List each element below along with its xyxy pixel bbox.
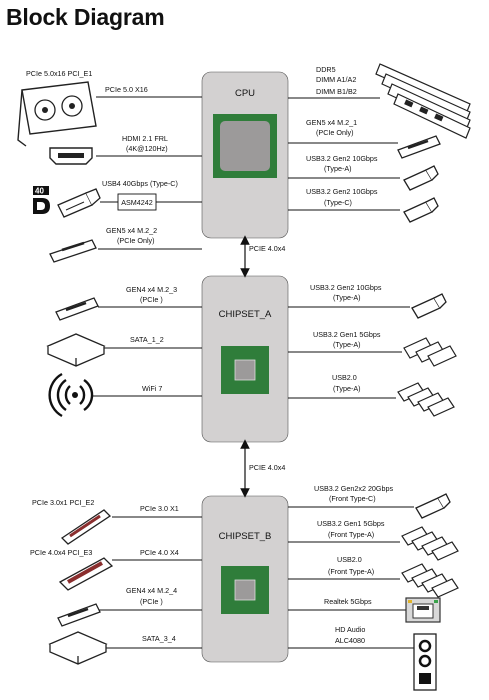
a-usb1-label-1: USB3.2 Gen2 10Gbps [310, 283, 382, 292]
b-sata-label: SATA_3_4 [142, 634, 176, 643]
a-usb2-label-1: USB3.2 Gen1 5Gbps [313, 330, 381, 339]
chipset-a-chipset-b-link-label: PCIE 4.0x4 [249, 463, 285, 472]
a-usb3-label-1: USB2.0 [332, 373, 357, 382]
chipset-a-label: CHIPSET_A [219, 309, 272, 320]
cpu-usb-c-label-1: USB3.2 Gen2 10Gbps [306, 187, 378, 196]
hdmi-label-2: (4K@120Hz) [126, 144, 168, 153]
b-usb2-label-2: (Front Type-A) [328, 530, 374, 539]
b-slot1-label: PCIe 3.0x1 PCI_E2 [32, 498, 94, 507]
cpu-label: CPU [235, 88, 255, 99]
audio-jack-icon [413, 633, 437, 691]
cpu-m2-1-label-1: GEN5 x4 M.2_1 [306, 118, 357, 127]
a-m2-label-1: GEN4 x4 M.2_3 [126, 285, 177, 294]
b-audio-label-2: ALC4080 [335, 636, 365, 645]
b-sata-drive-icon [48, 631, 108, 665]
wifi-icon [48, 372, 94, 418]
b-usb-a-quad-icon [401, 526, 459, 561]
a-wifi-label: WiFi 7 [142, 384, 162, 393]
b-usb2-quad-icon [401, 563, 459, 598]
b-usb2-label-1: USB3.2 Gen1 5Gbps [317, 519, 385, 528]
b-slot2-link-label: PCIe 4.0 X4 [140, 548, 179, 557]
a-usb2-label-2: (Type-A) [333, 340, 361, 349]
a-usb-a-icon [411, 293, 447, 319]
m2-ssd-icon [49, 239, 97, 263]
cpu-m2-1-label-2: (PCIe Only) [316, 128, 354, 137]
dimm-icon [375, 63, 471, 139]
ddr5-label-3: DIMM B1/B2 [316, 87, 357, 96]
hdmi-icon [49, 147, 93, 165]
a-usb3-label-2: (Type-A) [333, 384, 361, 393]
cpu-chipset-a-link-label: PCIE 4.0x4 [249, 244, 285, 253]
gpu-card-icon: PCIe 5.0x16 PCI_E1 [17, 69, 97, 147]
a-sata-drive-icon [46, 333, 106, 367]
b-m2-ssd-icon [57, 603, 101, 627]
pcie-x16-label: PCIe 5.0 X16 [105, 85, 148, 94]
b-usb1-label-2: (Front Type-C) [329, 494, 376, 503]
page-title: Block Diagram [6, 4, 165, 30]
cpu-m2-ssd-icon [397, 135, 441, 159]
cpu-usb-c-icon [403, 197, 439, 223]
b-usb3-label-1: USB2.0 [337, 555, 362, 564]
hdmi-label-1: HDMI 2.1 FRL [122, 134, 168, 143]
a-m2-label-2: (PCIe ) [140, 295, 163, 304]
cpu-usb-a-label-2: (Type-A) [324, 164, 352, 173]
usb4-label: USB4 40Gbps (Type-C) [102, 179, 178, 188]
asm4242-label: ASM4242 [121, 198, 153, 207]
ddr5-label-2: DIMM A1/A2 [316, 75, 356, 84]
b-audio-label-1: HD Audio [335, 625, 365, 634]
pcie-x4-slot-icon [58, 557, 114, 591]
b-slot1-link-label: PCIe 3.0 X1 [140, 504, 179, 513]
a-usb2-quad-icon [397, 382, 455, 417]
b-usb3-label-2: (Front Type-A) [328, 567, 374, 576]
cpu-usb-a-label-1: USB3.2 Gen2 10Gbps [306, 154, 378, 163]
ddr5-label-1: DDR5 [316, 65, 336, 74]
chipset-b-label: CHIPSET_B [219, 531, 272, 542]
chipset-b-block: CHIPSET_B [201, 495, 289, 663]
cpu-usb-a-icon [403, 165, 439, 191]
b-m2-label-2: (PCIe ) [140, 597, 163, 606]
a-usb-a-triple-icon [403, 337, 457, 367]
b-usb-c-icon [415, 493, 451, 519]
usb4-logo-text: 40 [35, 187, 44, 196]
cpu-m2-2-label-1: GEN5 x4 M.2_2 [106, 226, 157, 235]
usb4-logo-icon: 40 [33, 186, 50, 214]
b-m2-label-1: GEN4 x4 M.2_4 [126, 586, 177, 595]
chipset-a-block: CHIPSET_A [201, 275, 289, 443]
b-slot2-label: PCIe 4.0x4 PCI_E3 [30, 548, 92, 557]
cpu-usb-c-label-2: (Type-C) [324, 198, 352, 207]
cpu-m2-2-label-2: (PCIe Only) [117, 236, 155, 245]
a-m2-ssd-icon [55, 297, 99, 321]
a-sata-label: SATA_1_2 [130, 335, 164, 344]
a-usb1-label-2: (Type-A) [333, 293, 361, 302]
gpu-slot-label: PCIe 5.0x16 PCI_E1 [26, 69, 92, 78]
usb-c-plug-icon [57, 188, 101, 218]
b-lan-label: Realtek 5Gbps [324, 597, 372, 606]
b-usb1-label-1: USB3.2 Gen2x2 20Gbps [314, 484, 394, 493]
pcie-x1-slot-icon [60, 509, 112, 545]
cpu-block: CPU [201, 71, 289, 239]
lan-port-icon [405, 597, 441, 623]
